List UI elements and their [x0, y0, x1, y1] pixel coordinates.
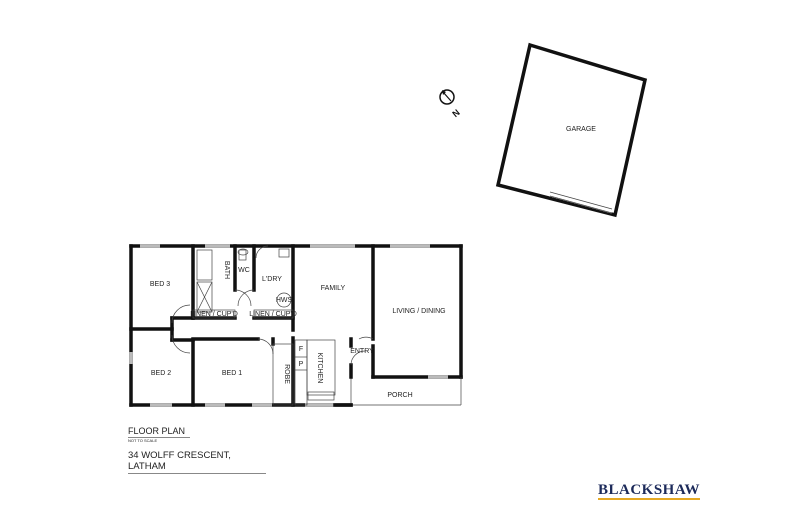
room-label-bed2: BED 2	[151, 370, 171, 377]
room-label-linen-2: LINEN / CUP'D	[249, 311, 297, 318]
room-label-robe: ROBE	[283, 364, 290, 384]
room-label-family: FAMILY	[321, 285, 346, 292]
room-label-hws: HWS	[276, 297, 293, 304]
plan-title: FLOOR PLAN	[128, 426, 190, 438]
compass-north-label: N	[450, 107, 461, 119]
compass-icon: N	[439, 89, 462, 119]
brand-logo: BLACKSHAW	[598, 482, 701, 500]
scale-note: NOT TO SCALE	[128, 438, 158, 443]
property-address: 34 WOLFF CRESCENT, LATHAM	[128, 450, 266, 474]
fridge-label: F	[299, 346, 303, 353]
room-label-porch: PORCH	[387, 392, 412, 399]
room-label-bath: BATH	[223, 261, 230, 279]
house-walls	[129, 244, 463, 407]
room-label-wc: WC	[238, 267, 250, 274]
room-label-living-dining: LIVING / DINING	[392, 308, 445, 315]
room-label-kitchen: KITCHEN	[316, 353, 323, 384]
room-label-linen-1: LINEN / CUP'D	[190, 311, 238, 318]
room-label-garage: GARAGE	[566, 126, 596, 133]
room-label-laundry: L'DRY	[262, 276, 282, 283]
room-label-entry: ENTRY	[350, 348, 374, 355]
room-label-bed1: BED 1	[222, 370, 242, 377]
room-label-bed3: BED 3	[150, 281, 170, 288]
garage: GARAGE	[495, 42, 648, 218]
pantry-label: P	[299, 361, 304, 368]
